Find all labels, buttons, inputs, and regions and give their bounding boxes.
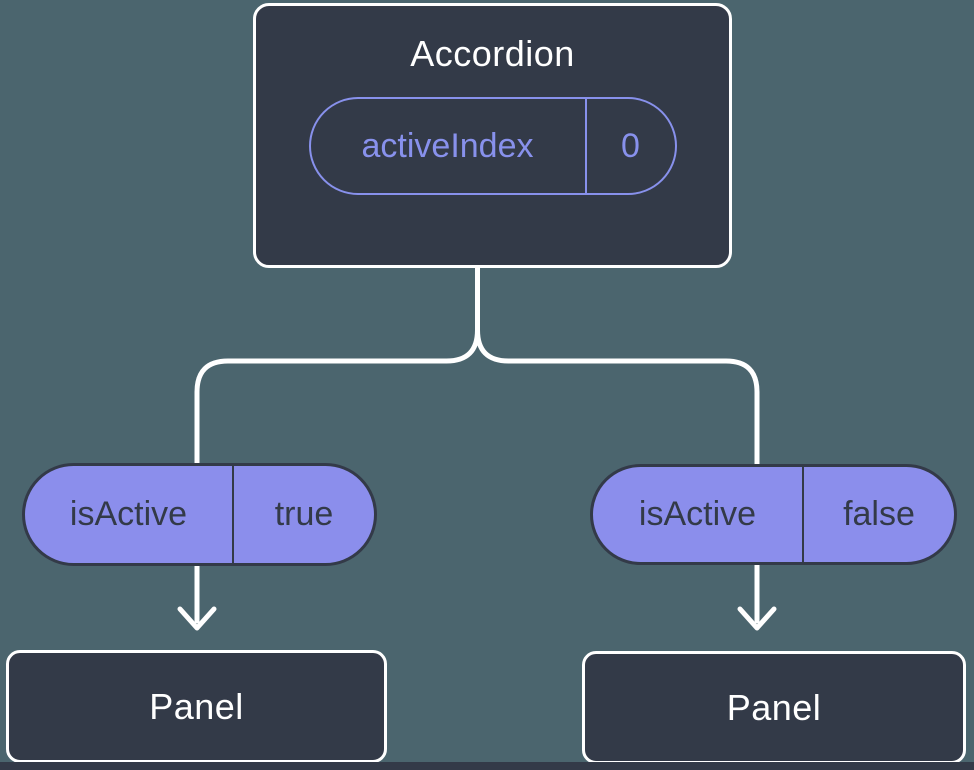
panel-node-left: Panel <box>6 650 387 763</box>
connector-left-branch <box>194 262 480 466</box>
prop-pill-right-value: false <box>802 467 954 562</box>
panel-node-right-title: Panel <box>726 686 822 728</box>
prop-pill-left: isActive true <box>22 463 377 566</box>
state-pill: activeIndex 0 <box>308 97 677 196</box>
state-pill-value: 0 <box>584 99 675 194</box>
panel-node-right: Panel <box>582 651 966 764</box>
connector-right-branch <box>475 262 760 467</box>
prop-pill-left-name: isActive <box>69 495 188 533</box>
prop-pill-right-name: isActive <box>638 495 757 533</box>
accordion-node: Accordion activeIndex 0 <box>253 3 732 268</box>
panel-node-left-title: Panel <box>149 685 244 727</box>
left-arrowhead-icon <box>177 606 217 631</box>
state-pill-name: activeIndex <box>361 126 534 165</box>
prop-pill-left-value: true <box>232 466 374 563</box>
right-arrowhead-icon <box>737 606 777 631</box>
accordion-node-title: Accordion <box>410 33 575 74</box>
prop-pill-right: isActive false <box>590 464 957 565</box>
bottom-edge-bar <box>0 762 974 770</box>
